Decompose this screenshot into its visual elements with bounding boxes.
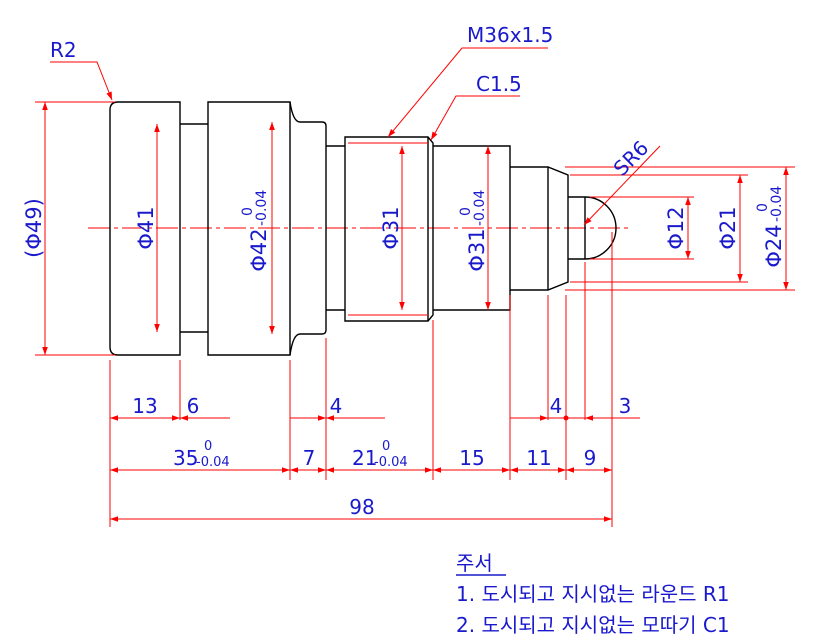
dim-text-7: 7	[303, 446, 316, 470]
svg-text:Φ41: Φ41	[134, 206, 158, 249]
dim-text-21: 21 0 -0.04	[352, 439, 408, 470]
svg-text:Φ31: Φ31	[379, 206, 403, 249]
svg-text:0: 0	[755, 203, 771, 212]
dim-text-9: 9	[584, 446, 597, 470]
dim-text-d31: Φ31	[379, 206, 403, 249]
svg-text:-0.04: -0.04	[472, 190, 488, 226]
svg-text:0: 0	[204, 439, 212, 454]
svg-text:0: 0	[240, 207, 256, 216]
dim-text-d31-tol: Φ31 0 -0.04	[458, 190, 489, 272]
svg-text:Φ24: Φ24	[762, 224, 786, 267]
groove-d31	[326, 145, 345, 311]
dim-text-4b: 4	[550, 394, 563, 418]
notes-line-1: 1. 도시되고 지시없는 라운드 R1	[456, 582, 730, 606]
dim-text-d42: Φ42 0 -0.04	[240, 190, 271, 272]
shaft-outline	[109, 101, 617, 356]
dim-text-d49: (Φ49)	[22, 198, 46, 258]
svg-text:-0.04: -0.04	[254, 190, 270, 226]
dim-text-11: 11	[526, 446, 551, 470]
notes-line-2: 2. 도시되고 지시없는 모따기 C1	[456, 613, 730, 637]
svg-text:21: 21	[352, 446, 377, 470]
label-r2: R2	[50, 38, 77, 62]
dim-text-13: 13	[132, 394, 157, 418]
dim-text-4a: 4	[330, 394, 343, 418]
dim-text-98: 98	[349, 495, 374, 519]
thread-minor-line	[348, 142, 428, 316]
dim-text-3: 3	[619, 394, 632, 418]
svg-text:Φ42: Φ42	[247, 228, 271, 271]
diameter-dim-lines	[42, 102, 789, 355]
label-thread: M36x1.5	[467, 23, 553, 47]
svg-text:0: 0	[382, 439, 390, 454]
shoulder	[289, 101, 327, 356]
sphere-end	[568, 196, 617, 260]
svg-text:0: 0	[458, 207, 474, 216]
dim-text-6: 6	[187, 394, 200, 418]
section-d49	[109, 101, 181, 356]
dim-text-d41: Φ41	[134, 206, 158, 249]
dim-text-d24: Φ24 0 -0.04	[755, 186, 786, 268]
leader-lines	[50, 47, 661, 226]
svg-text:-0.04: -0.04	[374, 455, 408, 470]
dim-text-15: 15	[459, 446, 484, 470]
svg-text:Φ12: Φ12	[664, 206, 688, 249]
dim-dot	[563, 415, 569, 421]
label-sphere: SR6	[609, 136, 654, 181]
groove-d41	[180, 123, 208, 333]
svg-text:Φ31: Φ31	[465, 228, 489, 271]
dim-text-d12: Φ12	[664, 206, 688, 249]
section-d31-tol	[433, 145, 511, 311]
svg-text:35: 35	[173, 446, 198, 470]
section-d24	[510, 166, 569, 291]
svg-text:-0.04: -0.04	[769, 186, 785, 222]
dim-text-35: 35 0 -0.04	[173, 439, 230, 470]
extension-lines	[35, 101, 795, 527]
notes-title: 주서	[456, 551, 493, 575]
svg-text:(Φ49): (Φ49)	[22, 198, 46, 258]
svg-text:-0.04: -0.04	[196, 455, 230, 470]
length-dim-lines	[110, 415, 640, 522]
dim-text-d21: Φ21	[716, 206, 740, 249]
svg-text:Φ21: Φ21	[716, 206, 740, 249]
label-chamfer: C1.5	[476, 72, 522, 96]
